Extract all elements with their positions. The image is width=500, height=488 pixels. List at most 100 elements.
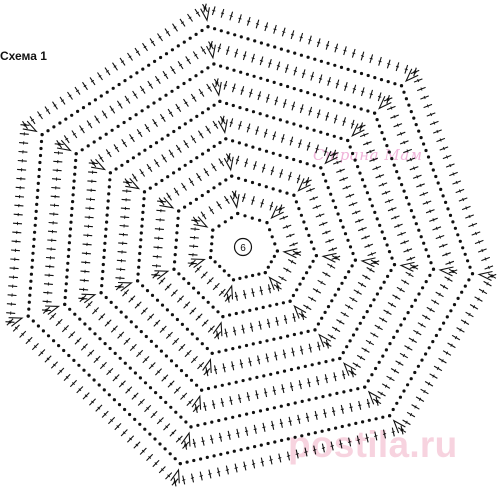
stitch-crossbar <box>364 348 367 352</box>
chain-stitch <box>330 299 334 303</box>
stitch-crossbar <box>426 104 429 108</box>
stitch-crossbar <box>217 203 221 207</box>
stitch-crossbar <box>253 164 257 167</box>
chain-stitch <box>326 305 331 309</box>
chain-stitch <box>211 305 215 309</box>
chain-stitch <box>144 334 148 339</box>
chain-stitch <box>294 200 298 204</box>
chain-stitch <box>417 292 421 296</box>
chain-stitch <box>387 250 392 254</box>
stitch-crossbar <box>141 88 145 92</box>
stitch-crossbar <box>270 424 275 427</box>
stitch-crossbar <box>378 174 381 178</box>
chain-stitch <box>377 124 382 128</box>
stitch-crossbar <box>203 405 207 408</box>
chain-stitch <box>82 368 86 372</box>
chain-stitch <box>382 137 386 141</box>
stitch-crossbar <box>112 327 116 331</box>
stitch-crossbar <box>317 345 321 347</box>
watermark-top: Страна Мам <box>313 146 423 164</box>
chain-stitch <box>238 414 242 418</box>
chain-stitch <box>123 79 127 83</box>
increase-stitch <box>270 205 284 220</box>
stitch-crossbar <box>208 473 212 475</box>
stitch-crossbar <box>46 357 50 361</box>
chain-stitch <box>380 230 384 234</box>
stitch-crossbar <box>220 12 225 15</box>
chain-stitch <box>100 284 104 288</box>
chain-stitch <box>36 188 40 192</box>
chain-stitch <box>187 281 191 285</box>
chain-stitch <box>313 431 317 435</box>
chain-stitch <box>354 421 358 425</box>
stitch-crossbar <box>413 166 416 170</box>
chain-stitch <box>154 182 158 186</box>
stitch-crossbar <box>259 59 264 62</box>
stitch-crossbar <box>377 95 382 98</box>
stitch-crossbar <box>423 95 426 100</box>
chain-stitch <box>234 311 238 316</box>
chain-stitch <box>152 101 156 105</box>
chain-stitch <box>173 260 177 264</box>
stitch-crossbar <box>348 194 351 198</box>
increase-stitch <box>200 7 210 22</box>
stitch-crossbar <box>360 55 365 57</box>
stitch-crossbar <box>412 265 416 269</box>
stitch-crossbar <box>68 94 72 97</box>
chain-stitch <box>174 238 178 242</box>
stitch-crossbar <box>391 207 394 211</box>
stitch-crossbar <box>253 428 257 431</box>
stitch-crossbar <box>378 60 382 63</box>
stitch-crossbar <box>306 305 309 309</box>
stitch-crossbar <box>325 272 328 276</box>
stitch-crossbar <box>260 461 265 463</box>
stitch-crossbar <box>279 172 283 175</box>
chain-stitch <box>347 423 351 427</box>
chain-stitch <box>213 260 217 264</box>
stitch-crossbar <box>150 40 155 44</box>
stitch-crossbar <box>364 235 367 240</box>
stitch-crossbar <box>120 60 125 63</box>
stitch-crossbar <box>163 376 167 380</box>
chain-stitch <box>448 213 453 217</box>
chain-stitch <box>65 268 69 272</box>
chain-stitch <box>218 99 222 103</box>
stitch-crossbar <box>322 222 325 226</box>
stitch-crossbar <box>141 449 145 453</box>
stitch-crossbar <box>251 463 256 465</box>
stitch-crossbar <box>98 75 102 78</box>
stitch-crossbar <box>386 310 389 314</box>
stitch-crossbar <box>161 327 165 331</box>
stitch-crossbar <box>186 58 190 62</box>
chain-stitch <box>386 80 390 84</box>
stitch-crossbar <box>189 180 194 184</box>
stitch-crossbar <box>143 45 147 49</box>
stitch-crossbar <box>148 455 152 459</box>
stitch-crossbar <box>213 123 218 127</box>
stitch-crossbar <box>184 101 188 105</box>
chain-stitch <box>172 171 176 175</box>
stitch-crossbar <box>202 273 206 277</box>
chain-stitch <box>165 308 169 312</box>
stitch-crossbar <box>149 315 153 319</box>
stitch-crossbar <box>304 451 308 453</box>
stitch-crossbar <box>256 359 261 361</box>
stitch-crossbar <box>351 123 355 126</box>
stitch-crossbar <box>160 200 164 203</box>
chain-stitch <box>83 322 87 326</box>
stitch-crossbar <box>118 103 122 106</box>
chain-stitch <box>206 107 210 111</box>
chain-stitch <box>246 446 250 450</box>
stitch-crossbar <box>406 149 409 153</box>
chain-stitch <box>340 424 344 429</box>
chain-stitch <box>309 240 313 244</box>
stitch-crossbar <box>433 300 437 304</box>
stitch-crossbar <box>472 305 476 309</box>
chain-stitch <box>237 141 241 145</box>
stitch-crossbar <box>289 233 292 238</box>
chain-stitch <box>87 373 91 377</box>
stitch-crossbar <box>349 406 353 409</box>
chain-stitch <box>313 328 317 332</box>
chain-stitch <box>114 305 118 309</box>
chain-stitch <box>352 105 357 109</box>
